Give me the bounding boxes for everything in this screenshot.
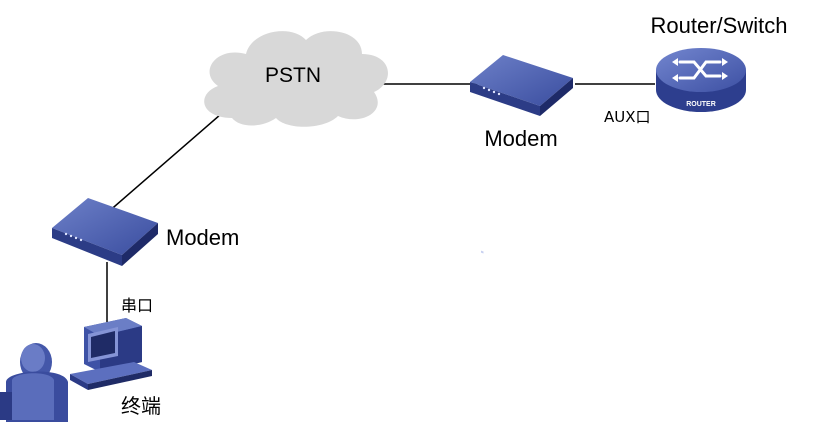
cloud-icon [204, 31, 388, 127]
user-icon [0, 343, 68, 422]
router-label: Router/Switch [651, 13, 788, 38]
modem-icon [470, 55, 573, 254]
router-badge: ROUTER [686, 101, 716, 108]
computer-terminal-icon [70, 318, 152, 390]
aux-port-label: AUX口 [604, 108, 651, 126]
modem-top-label: Modem [484, 126, 557, 151]
terminal-label: 终端 [121, 394, 161, 418]
modem-icon [52, 198, 158, 266]
serial-port-label: 串口 [121, 296, 153, 315]
router-icon [656, 48, 746, 112]
modem-left-label: Modem [166, 225, 239, 250]
cloud-label: PSTN [265, 64, 321, 87]
link-cloud-modem-left [106, 107, 229, 214]
